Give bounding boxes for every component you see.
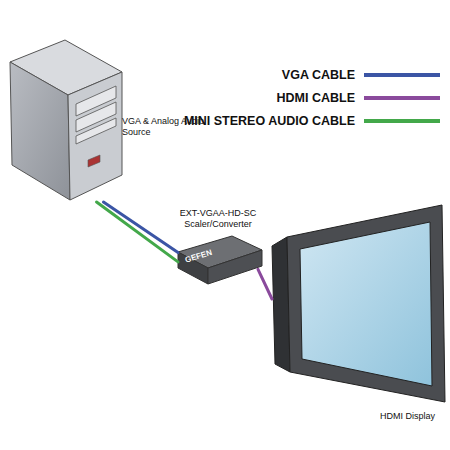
converter-box — [178, 236, 262, 284]
hdmi-display: HDMI Display — [272, 205, 446, 405]
hdmi-display — [272, 205, 445, 402]
legend-entry: MINI STEREO AUDIO CABLE — [150, 113, 445, 129]
legend-label: HDMI CABLE — [277, 90, 355, 106]
cable — [103, 202, 178, 253]
legend-entry: VGA CABLE — [150, 67, 445, 83]
legend-entry: HDMI CABLE — [150, 90, 445, 106]
pc-tower — [10, 40, 122, 200]
legend-label: MINI STEREO AUDIO CABLE — [184, 113, 355, 129]
model-label: EXT-VGAA-HD-SC Scaler/Converter — [166, 208, 270, 230]
legend-swatch — [364, 96, 440, 100]
display-label: HDMI Display — [380, 411, 444, 422]
brand-logo: GEFEN — [184, 244, 225, 265]
source-computer: VGA & Analog Audio Source — [8, 40, 123, 202]
scaler-converter: EXT-VGAA-HD-SC Scaler/ConverterGEFEN — [178, 240, 258, 282]
legend-swatch — [364, 73, 440, 77]
cable — [97, 202, 178, 262]
legend-swatch — [364, 119, 440, 123]
legend-label: VGA CABLE — [282, 67, 355, 83]
cable — [258, 269, 272, 299]
